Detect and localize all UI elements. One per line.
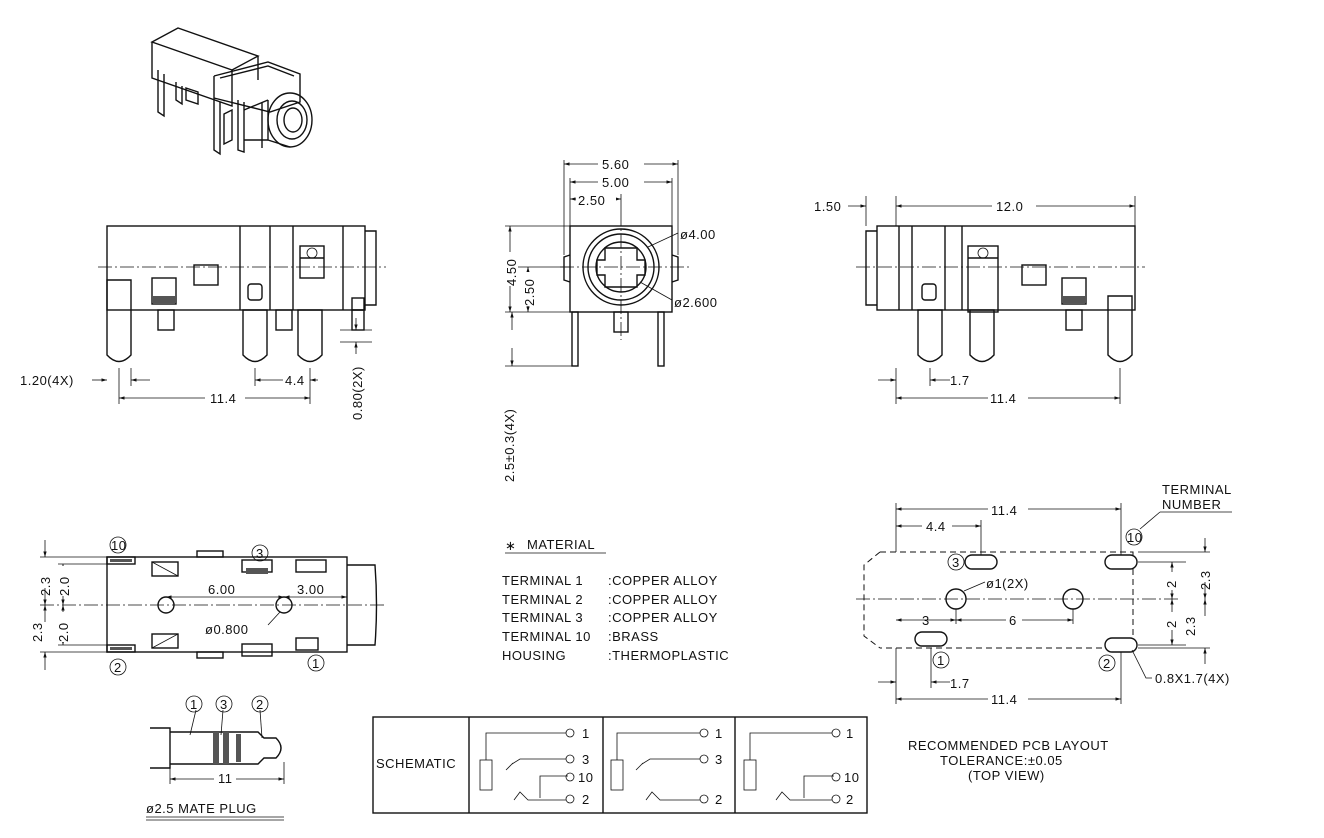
schematic-panel-2: 1 3 2 [610, 726, 723, 807]
dim-spacing: 4.4 [285, 373, 305, 388]
plug-caption: ø2.5 MATE PLUG [146, 801, 257, 816]
dim-pin-offset: 1.7 [950, 373, 970, 388]
dim-post-offset: 3.00 [297, 582, 324, 597]
schematic: SCHEMATIC 1 3 10 2 [372, 716, 868, 814]
plug-label-2: 2 [256, 697, 264, 712]
material-asterisk: ∗ [505, 538, 516, 553]
dim-pcb-right-bottom-inner: 2 [1164, 620, 1179, 628]
side-view-left: 1.20(4X) 4.4 11.4 0.80(2X) [20, 225, 386, 420]
material-heading: MATERIAL [527, 537, 595, 552]
dim-bore-inner: ø2.600 [674, 295, 717, 310]
material-value-5: :THERMOPLASTIC [608, 648, 729, 663]
pin-2: 2 [846, 792, 854, 807]
dim-pin-thickness: 0.80(2X) [350, 366, 365, 420]
dim-pin-width: 1.20(4X) [20, 373, 74, 388]
dim-post-spacing: 6.00 [208, 582, 235, 597]
pin-3: 3 [715, 752, 723, 767]
bottom-view: 10 3 2 1 2.3 2.3 2.0 2.0 6.00 3.00 ø0.80… [30, 536, 386, 676]
pcb-caption-2: TOLERANCE:±0.05 [940, 753, 1063, 768]
dim-bottom: 2.3 [30, 622, 45, 642]
pin-2: 2 [715, 792, 723, 807]
isometric-view [150, 27, 313, 156]
dim-post-dia: ø0.800 [205, 622, 248, 637]
material-table: ∗ MATERIAL TERMINAL 1 :COPPER ALLOY TERM… [502, 537, 729, 663]
terminal-number-label-1: TERMINAL [1162, 482, 1232, 497]
material-part-2: TERMINAL 2 [502, 592, 583, 607]
dim-half-width: 2.50 [578, 193, 605, 208]
material-value-4: :BRASS [608, 629, 659, 644]
pad-label-10: 10 [1127, 530, 1142, 545]
pin-2: 2 [582, 792, 590, 807]
dim-bottom-inner: 2.0 [56, 622, 71, 642]
plug-label-3: 3 [220, 697, 228, 712]
dim-pcb-spacing: 6 [1009, 613, 1017, 628]
pad-label-1: 1 [937, 653, 945, 668]
pin-1: 1 [582, 726, 590, 741]
dim-pcb-bottom-offset: 1.7 [950, 676, 970, 691]
terminal-label-1: 1 [312, 656, 320, 671]
dim-flange: 1.50 [814, 199, 841, 214]
schematic-label: SCHEMATIC [376, 756, 456, 771]
pad-label-3: 3 [952, 555, 960, 570]
dim-length: 11.4 [210, 391, 236, 406]
material-part-1: TERMINAL 1 [502, 573, 583, 588]
material-part-3: TERMINAL 3 [502, 610, 583, 625]
pin-10: 10 [844, 770, 859, 785]
terminal-number-label-2: NUMBER [1162, 497, 1221, 512]
pin-1: 1 [846, 726, 854, 741]
pin-3: 3 [582, 752, 590, 767]
pin-1: 1 [715, 726, 723, 741]
material-value-1: :COPPER ALLOY [608, 573, 718, 588]
pcb-caption-3: (TOP VIEW) [968, 768, 1045, 783]
dim-plug-length: 11 [218, 771, 233, 786]
dim-pcb-left: 3 [922, 613, 930, 628]
material-part-5: HOUSING [502, 648, 566, 663]
pcb-caption-1: RECOMMENDED PCB LAYOUT [908, 738, 1109, 753]
dim-pcb-hole: ø1(2X) [986, 576, 1029, 591]
material-part-4: TERMINAL 10 [502, 629, 591, 644]
dim-length: 11.4 [990, 391, 1016, 406]
dim-bore-outer: ø4.00 [680, 227, 716, 242]
dim-pcb-pad: 0.8X1.7(4X) [1155, 671, 1230, 686]
dim-top: 2.3 [38, 576, 53, 596]
dim-inner-width: 5.00 [602, 175, 629, 190]
dim-pcb-right-top: 2.3 [1198, 570, 1213, 590]
terminal-label-3: 3 [256, 546, 264, 561]
mate-plug: 1 3 2 11 ø2.5 MATE PLUG [146, 695, 285, 821]
terminal-label-2: 2 [114, 660, 122, 675]
dim-total-length: 12.0 [996, 199, 1023, 214]
dim-top-inner: 2.0 [57, 576, 72, 596]
schematic-panel-1: 1 3 10 2 [479, 726, 593, 807]
pad-label-2: 2 [1103, 656, 1111, 671]
dim-pcb-right-top-inner: 2 [1164, 580, 1179, 588]
dim-outer-width: 5.60 [602, 157, 629, 172]
dim-center-height: 2.50 [522, 279, 537, 306]
front-view: 5.60 5.00 2.50 ø4.00 ø2.600 4.50 2.50 2.… [502, 154, 717, 482]
terminal-label-10: 10 [111, 538, 126, 553]
plug-label-1: 1 [190, 697, 198, 712]
material-value-2: :COPPER ALLOY [608, 592, 718, 607]
dim-pcb-right-bottom: 2.3 [1183, 616, 1198, 636]
dim-pcb-total: 11.4 [991, 503, 1017, 518]
material-value-3: :COPPER ALLOY [608, 610, 718, 625]
pcb-layout: 10 3 1 2 TERMINAL NUMBER 11.4 4.4 ø1(2X)… [856, 482, 1232, 783]
dim-pcb-bottom-total: 11.4 [991, 692, 1017, 707]
pin-10: 10 [578, 770, 593, 785]
dim-pcb-top-offset: 4.4 [926, 519, 946, 534]
dim-height: 4.50 [504, 259, 519, 286]
schematic-panel-3: 1 10 2 [743, 726, 859, 807]
side-view-right: 1.50 12.0 1.7 11.4 [814, 196, 1145, 406]
dim-pin-length: 2.5±0.3(4X) [502, 409, 517, 482]
